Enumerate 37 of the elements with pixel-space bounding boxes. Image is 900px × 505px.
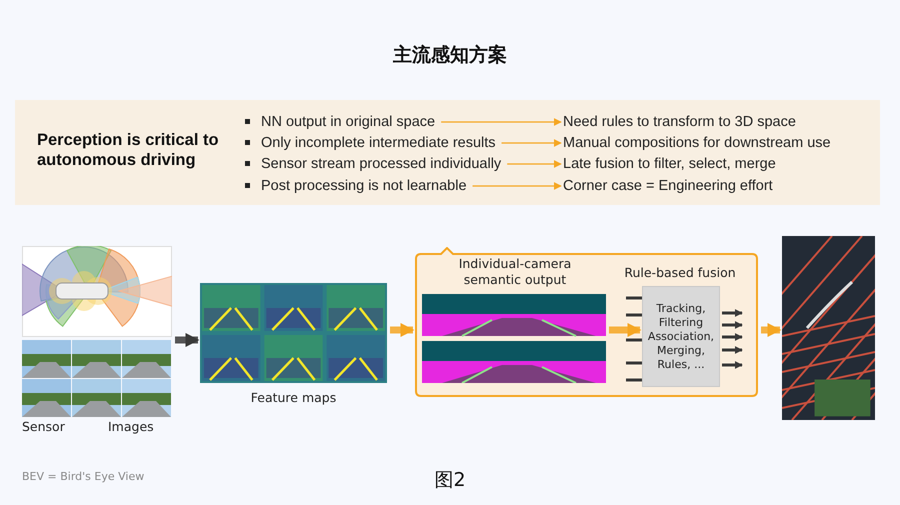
arrow: [722, 361, 743, 369]
arrow: [722, 346, 743, 354]
sensor-coverage-and-camera-images-drawing: [22, 246, 172, 418]
bullet-text: Sensor stream processed individually: [243, 155, 502, 173]
footnote: BEV = Bird's Eye View: [22, 470, 146, 483]
panel-background: [415, 247, 758, 397]
bullet-text: NN output in original space: [243, 113, 436, 131]
banner-panel: [15, 100, 880, 205]
arrow: [722, 309, 743, 317]
arrow: [761, 323, 782, 337]
section-heading: Rule-based fusion: [623, 265, 737, 280]
bullet-text: Late fusion to filter, select, merge: [563, 155, 776, 173]
arrow: [502, 139, 562, 147]
arrow: [507, 160, 562, 168]
title: 主流感知方案: [392, 43, 508, 68]
arrow: [609, 323, 642, 337]
arrow: [175, 333, 200, 347]
caption-text: Sensor: [22, 419, 66, 435]
panel-heading: Perception is critical to autonomous driving: [37, 130, 220, 170]
semantic-segmentation-drawing: [422, 294, 606, 383]
feature-maps-drawing: [200, 283, 387, 383]
highway-interchange-photo-placeholder: [782, 236, 875, 420]
bullet-text: Need rules to transform to 3D space: [563, 113, 796, 131]
bullet-text: Post processing is not learnable: [243, 177, 467, 195]
arrow: [722, 321, 743, 329]
arrow: [722, 333, 743, 341]
bullet-text: Corner case = Engineering effort: [563, 177, 773, 195]
caption-text: Feature maps: [250, 390, 338, 406]
arrow: [472, 182, 562, 190]
bullet-text: Manual compositions for downstream use: [563, 134, 831, 152]
arrow: [441, 118, 562, 126]
caption-text: Individual-camera semantic output: [458, 256, 572, 288]
bullet-text: Only incomplete intermediate results: [243, 134, 496, 152]
caption-text: Images: [108, 419, 155, 435]
arrow: [390, 323, 414, 337]
caption: 图2: [433, 468, 467, 493]
process-box: Tracking, Filtering Association, Merging, Rules, ...: [642, 286, 720, 387]
